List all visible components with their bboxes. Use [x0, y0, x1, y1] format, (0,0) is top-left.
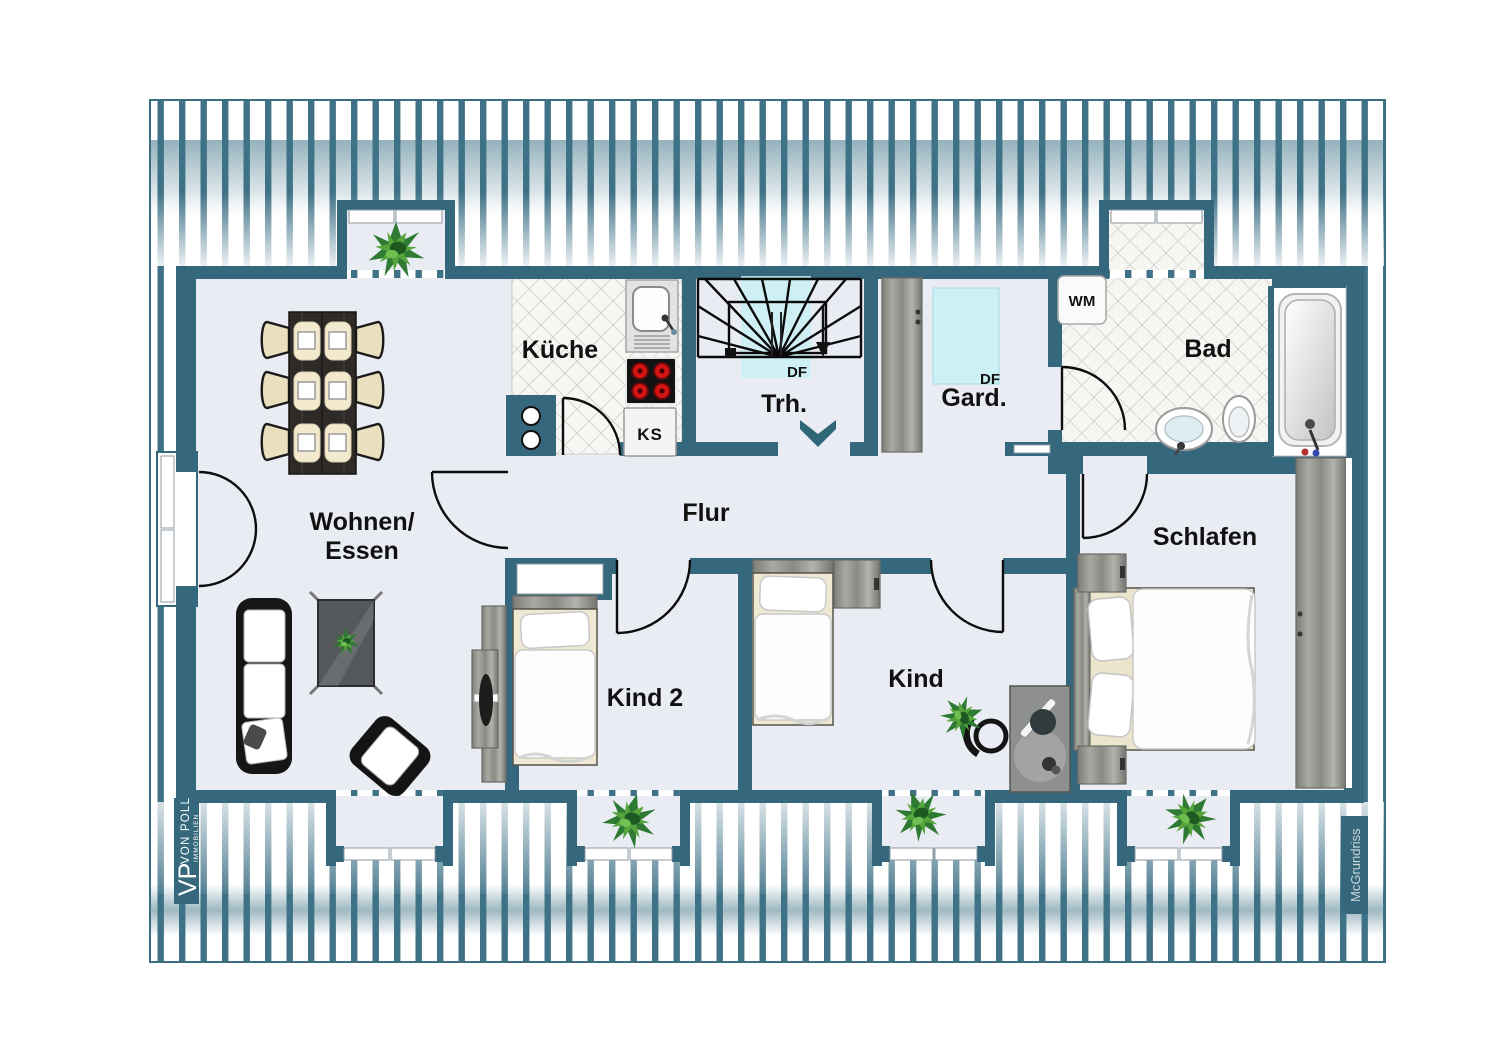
label-wohnen: Wohnen/ [309, 508, 414, 536]
kitchen-door [561, 396, 622, 456]
vonpoll-subtitle: IMMOBILIEN [193, 814, 200, 862]
pillow [1087, 672, 1135, 738]
dining-set [260, 311, 385, 475]
skylight-gard [932, 287, 1000, 385]
label-df-stairs: DF [787, 364, 807, 381]
kind-door [929, 559, 1005, 634]
bathroom-fixtures [1057, 275, 1342, 457]
schlafen-nightstand-top [1077, 553, 1127, 593]
plates [297, 331, 347, 452]
duvet [754, 613, 832, 721]
desk [1009, 685, 1071, 793]
balcony-niche [156, 451, 198, 607]
doors [198, 365, 1149, 635]
label-kind2: Kind 2 [607, 684, 683, 712]
entrance-chevron-icon [800, 420, 836, 447]
label-df-gard: DF [980, 371, 1000, 388]
label-gard: Gard. [941, 384, 1006, 412]
pillow [519, 610, 591, 650]
washing-machine [1057, 275, 1107, 325]
stair-direction-arrow-icon [816, 342, 830, 357]
watermark-text: McGrundriss [1348, 828, 1363, 902]
schlafen-door [1081, 473, 1149, 540]
gard-wardrobe [881, 277, 923, 453]
schlafen-nightstand-bottom [1077, 745, 1127, 785]
mcgrundriss-watermark: McGrundriss [1341, 816, 1368, 914]
pillow [1087, 596, 1135, 662]
bottom-dormer-bays [326, 790, 1240, 866]
label-bad: Bad [1184, 335, 1231, 363]
duvet [1132, 588, 1256, 750]
sofa-group [236, 590, 431, 796]
schlafen-wardrobe [1295, 457, 1347, 789]
vonpoll-logo: VP VON POLL IMMOBILIEN [174, 797, 202, 904]
living-room-door [430, 470, 509, 550]
armchair [349, 716, 431, 796]
label-trh: Trh. [761, 390, 807, 418]
schlafen-bed [1073, 553, 1256, 785]
staircase [696, 276, 863, 378]
kind-bed [752, 559, 881, 726]
pillow [758, 575, 828, 613]
bathtub [1278, 293, 1342, 457]
kind2-door [615, 559, 692, 635]
kitchen-unit [623, 279, 679, 457]
vonpoll-name: VON POLL [180, 797, 192, 864]
stove-burners [631, 362, 671, 400]
label-wm: WM [1069, 293, 1096, 310]
sofa-pillow [243, 724, 267, 750]
vonpoll-monogram: VP [174, 863, 202, 896]
fridge [623, 407, 677, 457]
coffee-table [308, 590, 384, 696]
label-kind: Kind [888, 665, 944, 693]
duvet [514, 649, 596, 759]
bath-door [1060, 365, 1127, 431]
label-kueche: Küche [522, 336, 599, 364]
dining-chairs [260, 320, 385, 462]
kind2-bed [512, 595, 598, 766]
kind-nightstand [833, 559, 881, 609]
label-essen: Essen [325, 537, 399, 565]
kitchen-sink [632, 286, 670, 332]
stair-start-marker [725, 348, 736, 357]
label-schlafen: Schlafen [1153, 523, 1257, 551]
room-labels: Wohnen/ Essen Küche Trh. DF Gard. DF Bad… [309, 293, 1257, 712]
balcony-double-door [198, 470, 258, 588]
label-ks: KS [637, 425, 663, 444]
storage-furniture [471, 277, 1352, 789]
skylight-stairs [741, 276, 811, 378]
dishwasher-vents [634, 335, 670, 349]
label-flur: Flur [682, 499, 729, 527]
